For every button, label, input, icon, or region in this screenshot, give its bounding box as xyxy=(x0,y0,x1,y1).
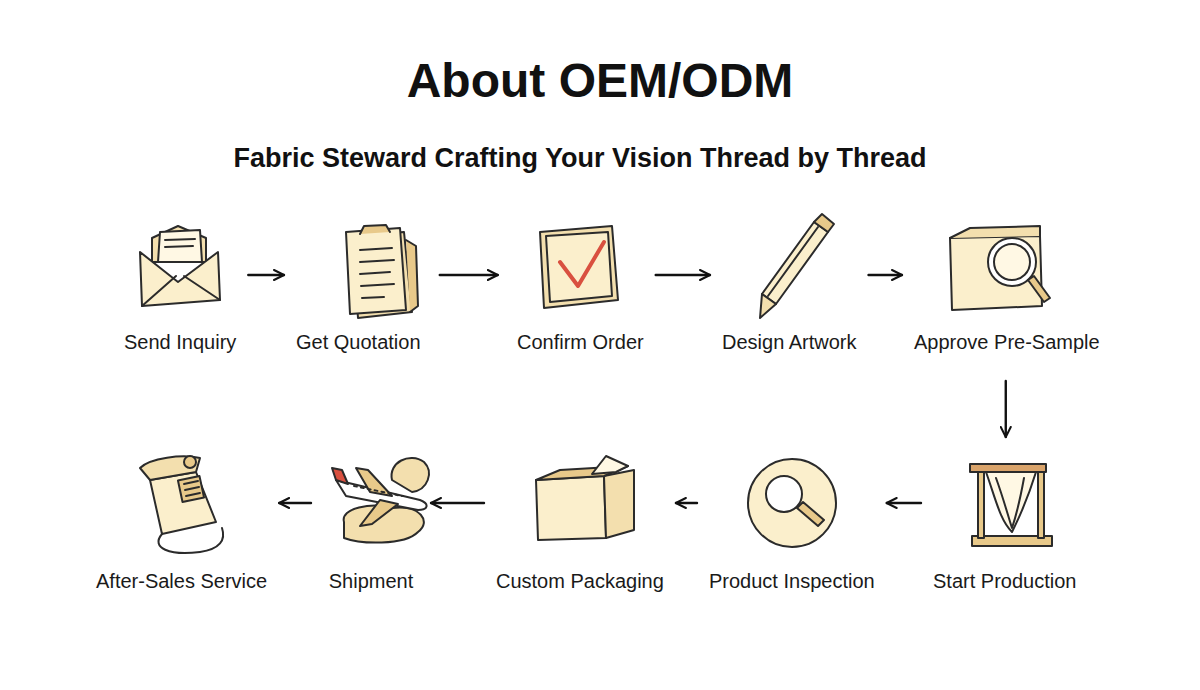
process-step: Approve Pre-Sample xyxy=(912,222,1102,355)
pencil-icon xyxy=(760,214,834,318)
step-label: Design Artwork xyxy=(720,329,859,355)
step-label: Shipment xyxy=(321,568,421,594)
flow-arrow xyxy=(1005,381,1007,437)
envelope-icon xyxy=(140,226,220,306)
flow-arrow xyxy=(440,274,498,276)
process-step: After-Sales Service xyxy=(94,455,269,594)
step-label: Start Production xyxy=(931,568,1078,594)
process-step: Send Inquiry xyxy=(122,222,238,355)
loom-icon xyxy=(970,464,1052,546)
subtitle: Fabric Steward Crafting Your Vision Thre… xyxy=(0,141,1160,175)
package-icon xyxy=(536,456,634,540)
process-step: Product Inspection xyxy=(707,455,877,594)
step-label: Product Inspection xyxy=(707,568,877,594)
page-title: About OEM/ODM xyxy=(0,52,1200,110)
telephone-icon xyxy=(140,456,223,553)
checkbox-icon xyxy=(540,226,618,308)
flow-arrow xyxy=(676,502,697,504)
step-label: Custom Packaging xyxy=(494,568,666,594)
flow-arrow xyxy=(869,274,903,276)
step-label: Confirm Order xyxy=(515,329,646,355)
process-step: Shipment xyxy=(321,455,421,594)
magnifier-icon xyxy=(748,459,836,547)
process-step: Design Artwork xyxy=(720,222,859,355)
airplane-icon xyxy=(332,458,429,543)
process-step: Confirm Order xyxy=(515,222,646,355)
step-label: Send Inquiry xyxy=(122,329,238,355)
process-step: Get Quotation xyxy=(294,222,423,355)
flow-arrow xyxy=(248,274,284,276)
flow-arrow xyxy=(656,274,710,276)
process-step: Start Production xyxy=(931,455,1078,594)
flow-arrow xyxy=(279,502,311,504)
box-magnifier-icon xyxy=(950,226,1050,310)
document-icon xyxy=(346,225,418,318)
process-step: Custom Packaging xyxy=(494,455,666,594)
step-label: Get Quotation xyxy=(294,329,423,355)
flow-arrow xyxy=(431,502,484,504)
step-label: Approve Pre-Sample xyxy=(912,329,1102,355)
step-label: After-Sales Service xyxy=(94,568,269,594)
flow-arrow xyxy=(887,502,921,504)
